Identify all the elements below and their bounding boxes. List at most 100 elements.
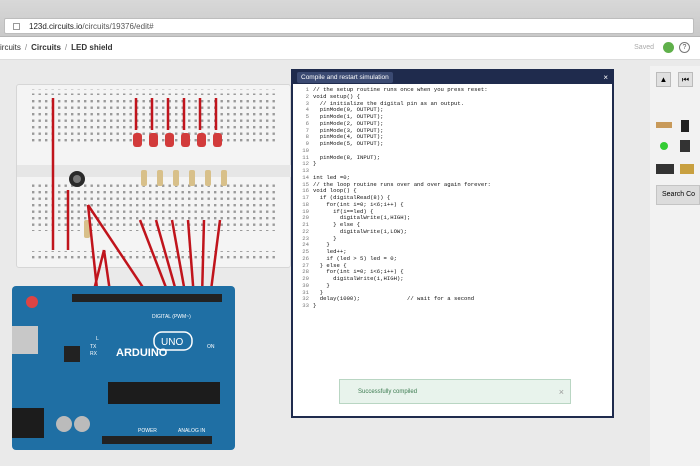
breadcrumb: ircuits/Circuits/LED shield Saved ?	[0, 37, 700, 60]
breadcrumb-item-root[interactable]: ircuits	[0, 43, 21, 52]
line-text: int led =0;	[313, 173, 350, 181]
code-line: 8 pinMode(4, OUTPUT);	[295, 133, 491, 141]
code-line: 23 }	[295, 235, 491, 243]
right-panel	[650, 66, 700, 466]
line-number: 12	[302, 160, 309, 168]
component-palette[interactable]	[654, 118, 700, 180]
line-text: } else {	[313, 261, 347, 269]
led-icon	[660, 142, 668, 150]
digital-label: DIGITAL (PWM~)	[152, 314, 191, 320]
line-text: } else {	[313, 221, 360, 228]
toast-close-icon[interactable]: ×	[558, 387, 564, 397]
code-line: 5 pinMode(1, OUTPUT);	[295, 113, 491, 121]
code-line: 24 }	[295, 241, 491, 249]
code-line: 4 pinMode(0, OUTPUT);	[295, 106, 491, 114]
compile-button[interactable]: Compile and restart simulation	[297, 72, 393, 83]
code-line: 30 }	[295, 281, 491, 290]
on-label: ON	[207, 344, 215, 350]
code-area[interactable]: 1// the setup routine runs once when you…	[295, 86, 491, 310]
power-label: POWER	[138, 428, 157, 434]
code-line: 26 if (led > 5) led = 0;	[295, 254, 491, 263]
uno-label: UNO	[161, 337, 183, 348]
line-number: 10	[302, 146, 309, 154]
code-editor-panel: Compile and restart simulation × 1// the…	[291, 69, 614, 418]
search-components-button[interactable]: Search Co	[656, 185, 700, 205]
code-line: 32 delay(1000); // wait for a second	[295, 295, 491, 303]
online-status-icon	[663, 42, 674, 53]
saved-status: Saved	[634, 44, 654, 51]
line-text: if(i==led) {	[313, 207, 374, 215]
code-line: 19 if(i==led) {	[295, 207, 491, 216]
resistor-icon	[656, 122, 672, 128]
line-text: if (digitalRead(8)) {	[313, 194, 391, 201]
code-line: 18 for(int i=0; i<6;i++) {	[295, 200, 491, 209]
code-line: 6 pinMode(2, OUTPUT);	[295, 119, 491, 128]
code-line: 13	[295, 167, 491, 175]
line-number: 22	[302, 227, 309, 235]
line-text: delay(1000); // wait for a second	[313, 295, 475, 303]
line-number: 30	[302, 281, 309, 289]
compile-toast: Successfully compiled ×	[339, 379, 571, 404]
line-text: pinMode(4, OUTPUT);	[313, 133, 384, 141]
arduino-logo-text: ARDUINO	[116, 347, 168, 359]
url-path: /circuits/19376/edit#	[82, 22, 154, 31]
line-number: 6	[305, 119, 309, 127]
help-icon[interactable]: ?	[679, 42, 690, 53]
code-line: 33}	[295, 302, 491, 310]
line-text: led++;	[313, 248, 347, 255]
line-number: 32	[302, 295, 309, 303]
code-line: 27 } else {	[295, 261, 491, 270]
line-text: }	[313, 288, 324, 296]
line-text: void setup() {	[313, 92, 360, 100]
led-row[interactable]	[133, 133, 222, 147]
code-line: 12}	[295, 160, 491, 168]
line-text: }	[313, 241, 330, 249]
line-number: 5	[305, 113, 309, 120]
address-bar[interactable]: 123d.circuits.io/circuits/19376/edit#	[4, 18, 694, 34]
breadboard[interactable]	[16, 84, 292, 268]
line-number: 26	[302, 254, 309, 262]
page-icon	[13, 23, 20, 30]
l-label: L	[96, 336, 99, 342]
code-line: 15// the loop routine runs over and over…	[295, 181, 491, 189]
resistor-row[interactable]	[84, 170, 227, 238]
line-text: for(int i=0; i<6;i++) {	[313, 200, 404, 208]
line-text: digitalWrite(i,HIGH);	[313, 275, 404, 282]
code-line: 9 pinMode(5, OUTPUT);	[295, 140, 491, 148]
line-text: pinMode(0, OUTPUT);	[313, 106, 384, 114]
line-number: 8	[305, 133, 309, 141]
line-number: 19	[302, 207, 309, 215]
line-number: 17	[302, 194, 309, 201]
pointer-tool-button[interactable]: ▲	[656, 72, 671, 87]
close-icon[interactable]: ×	[603, 73, 608, 82]
code-line: 1// the setup routine runs once when you…	[295, 86, 491, 94]
line-text: }	[313, 281, 330, 289]
line-text: pinMode(2, OUTPUT);	[313, 119, 384, 127]
arduino-details: DIGITAL (PWM~) ARDUINO UNO ON L TX RX PO…	[8, 294, 222, 444]
breadcrumb-item-circuits[interactable]: Circuits	[31, 43, 61, 52]
editor-header: Compile and restart simulation ×	[293, 71, 612, 84]
line-number: 7	[305, 126, 309, 134]
rx-label: RX	[90, 351, 98, 357]
line-number: 20	[302, 214, 309, 222]
analog-label: ANALOG IN	[178, 428, 206, 434]
line-text: digitalWrite(i,HIGH);	[313, 214, 411, 222]
code-line: 28 for(int i=0; i<6;i++) {	[295, 268, 491, 276]
line-number: 29	[302, 275, 309, 282]
battery-icon	[681, 120, 689, 132]
code-line: 11 pinMode(8, INPUT);	[295, 154, 491, 162]
line-number: 21	[302, 221, 309, 228]
skip-button[interactable]: ⏮	[678, 72, 693, 87]
line-text: // initialize the digital pin as an outp…	[313, 99, 465, 107]
code-line: 3 // initialize the digital pin as an ou…	[295, 99, 491, 108]
line-number: 16	[302, 187, 309, 195]
code-line: 29 digitalWrite(i,HIGH);	[295, 275, 491, 283]
line-text: }	[313, 160, 317, 168]
arduino-board[interactable]: DIGITAL (PWM~) ARDUINO UNO ON L TX RX PO…	[8, 286, 235, 450]
motor-icon	[656, 164, 674, 174]
breadcrumb-item-current: LED shield	[71, 43, 113, 52]
line-number: 9	[305, 140, 309, 147]
